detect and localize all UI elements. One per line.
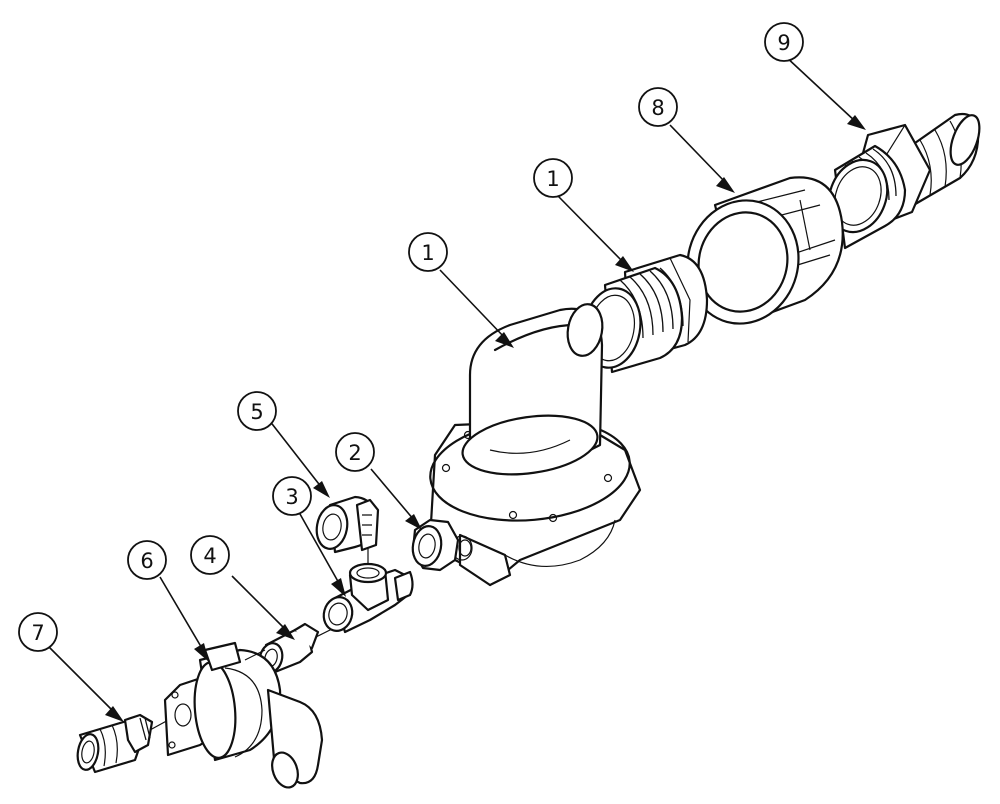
callout-1a-label: 1 xyxy=(421,241,434,265)
part-hose-barb-large xyxy=(827,112,981,250)
callout-2: 2 xyxy=(335,432,375,472)
callout-6: 6 xyxy=(127,540,167,580)
callout-5-label: 4 xyxy=(203,544,216,568)
leader-lines xyxy=(48,54,866,722)
callout-4: 5 xyxy=(237,391,277,431)
callout-8: 8 xyxy=(638,87,678,127)
part-check-valve xyxy=(315,495,380,565)
callout-9-label: 9 xyxy=(777,31,790,55)
callout-7: 7 xyxy=(18,612,58,652)
callout-8-label: 8 xyxy=(651,96,664,120)
callout-1-elbow: 1 xyxy=(408,232,448,272)
callout-3-label: 3 xyxy=(285,485,298,509)
callout-9: 9 xyxy=(764,22,804,62)
part-hex-bushing xyxy=(411,518,460,572)
callout-6-label: 6 xyxy=(140,549,153,573)
callout-5: 4 xyxy=(190,535,230,575)
callout-2-label: 2 xyxy=(348,441,361,465)
part-elbow-housing xyxy=(428,303,642,587)
callout-4-label: 5 xyxy=(250,400,263,424)
part-coupling-nut xyxy=(686,176,844,325)
callout-3: 3 xyxy=(272,476,312,516)
part-threaded-nipple xyxy=(582,253,709,374)
part-hose-barb-small xyxy=(76,713,154,774)
part-solenoid-valve xyxy=(163,641,324,789)
callout-1-nipple: 1 xyxy=(533,158,573,198)
callout-1b-label: 1 xyxy=(546,167,559,191)
part-tee-fitting xyxy=(322,562,414,634)
callout-7-label: 7 xyxy=(31,621,44,645)
